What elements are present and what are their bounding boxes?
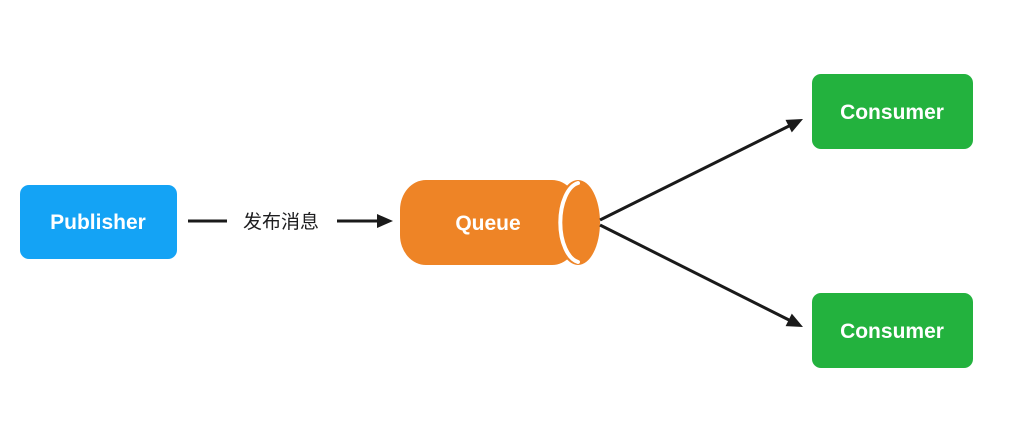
edge-to-consumer-top-line [599, 124, 790, 222]
publisher-label: Publisher [50, 211, 146, 234]
edge-to-consumer-top-arrowhead-icon [785, 119, 803, 133]
consumer-top-label: Consumer [840, 101, 944, 124]
queue-node-seam [558, 181, 580, 264]
queue-label: Queue [455, 212, 520, 235]
publish-edge-label: 发布消息 [243, 211, 319, 233]
publish-edge-group: 发布消息 [188, 211, 393, 233]
publisher-node-group: Publisher [20, 185, 177, 259]
consumer-bottom-label: Consumer [840, 320, 944, 343]
queue-node-body [400, 180, 578, 265]
consumer-bottom-node-group: Consumer [812, 293, 973, 368]
edge-to-consumer-bottom-line [599, 223, 790, 322]
edge-to-consumer-top-group [599, 119, 803, 222]
publish-edge-arrowhead-icon [377, 214, 393, 228]
consumer-bottom-node [812, 293, 973, 368]
consumer-top-node [812, 74, 973, 149]
publisher-node [20, 185, 177, 259]
edge-to-consumer-bottom-group [599, 223, 803, 327]
edge-to-consumer-bottom-arrowhead-icon [785, 313, 803, 327]
consumer-top-node-group: Consumer [812, 74, 973, 149]
queue-node-group: Queue [400, 180, 600, 265]
queue-node-cap [556, 180, 600, 265]
